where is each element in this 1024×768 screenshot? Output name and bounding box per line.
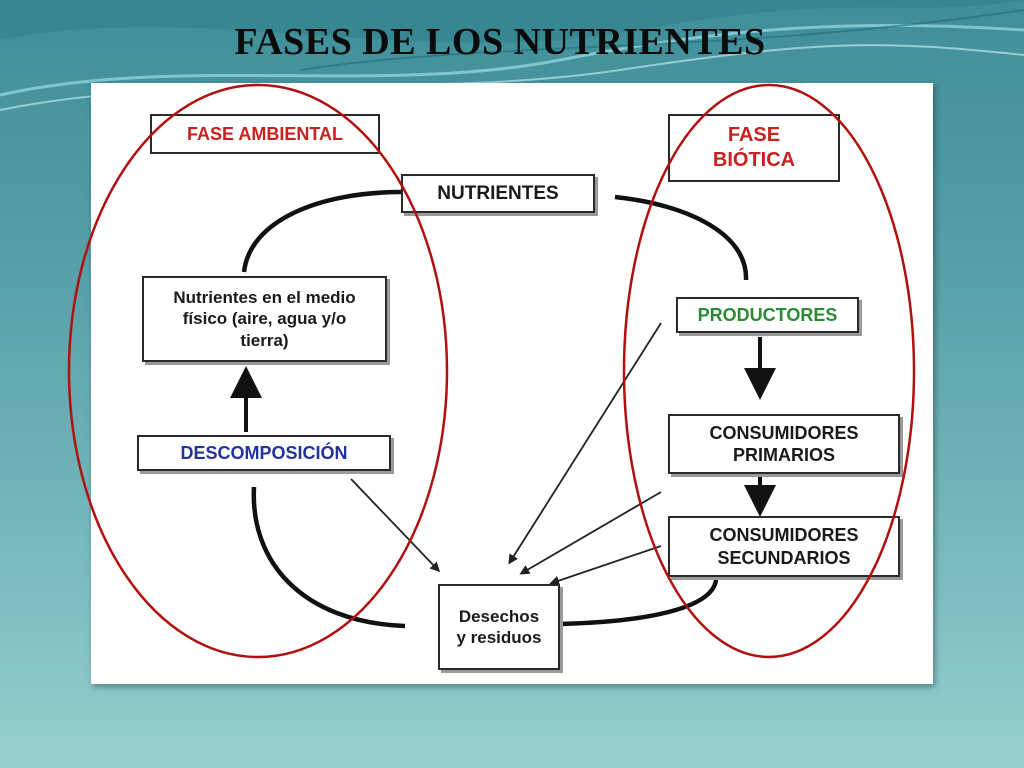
consumidores-secundarios-line1: CONSUMIDORES	[709, 525, 859, 545]
medio-fisico-line2: físico (aire, agua y/o	[182, 309, 347, 329]
consumidores-primarios-line2: PRIMARIOS	[732, 445, 835, 465]
descomposicion-text: DESCOMPOSICIÓN	[180, 442, 348, 463]
fase-biotica-line2: BIÓTICA	[712, 149, 796, 171]
desechos-line2: y residuos	[456, 628, 542, 647]
arrow-secundarios-to-desechos	[549, 545, 662, 586]
medio-fisico-line1: Nutrientes en el medio	[173, 288, 356, 308]
medio-fisico-line3: tierra)	[240, 330, 289, 350]
arrow-productores-to-desechos	[508, 322, 662, 565]
nutrientes-node: NUTRIENTES	[401, 174, 595, 213]
page-title: FASES DE LOS NUTRIENTES	[234, 21, 766, 63]
medio-fisico-node: Nutrientes en el medio físico (aire, agu…	[142, 276, 387, 362]
arrow-primarios-to-desechos	[519, 491, 662, 575]
desechos-node: Desechos y residuos	[438, 584, 560, 670]
fase-biotica-label: FASE BIÓTICA	[668, 114, 840, 182]
descomposicion-node: DESCOMPOSICIÓN	[137, 435, 391, 471]
desechos-line1: Desechos	[458, 606, 540, 626]
productores-text: PRODUCTORES	[697, 304, 838, 325]
fase-biotica-line1: FASE	[727, 124, 781, 146]
fase-ambiental-label: FASE AMBIENTAL	[150, 114, 380, 154]
fase-ambiental-text: FASE AMBIENTAL	[187, 123, 343, 144]
nutrientes-text: NUTRIENTES	[437, 182, 559, 204]
arc-descomposicion-to-desechos	[251, 486, 406, 629]
productores-node: PRODUCTORES	[676, 297, 859, 333]
arc-nutrientes-to-productores	[614, 194, 749, 281]
consumidores-secundarios-line2: SECUNDARIOS	[717, 547, 851, 568]
arc-consumidores-to-desechos	[559, 579, 719, 627]
consumidores-secundarios-node: CONSUMIDORES SECUNDARIOS	[668, 516, 900, 577]
arc-medio-to-nutrientes	[241, 189, 403, 273]
consumidores-primarios-line1: CONSUMIDORES	[709, 422, 859, 443]
arrow-descomposicion-to-desechos	[350, 478, 441, 573]
consumidores-primarios-node: CONSUMIDORES PRIMARIOS	[668, 414, 900, 474]
